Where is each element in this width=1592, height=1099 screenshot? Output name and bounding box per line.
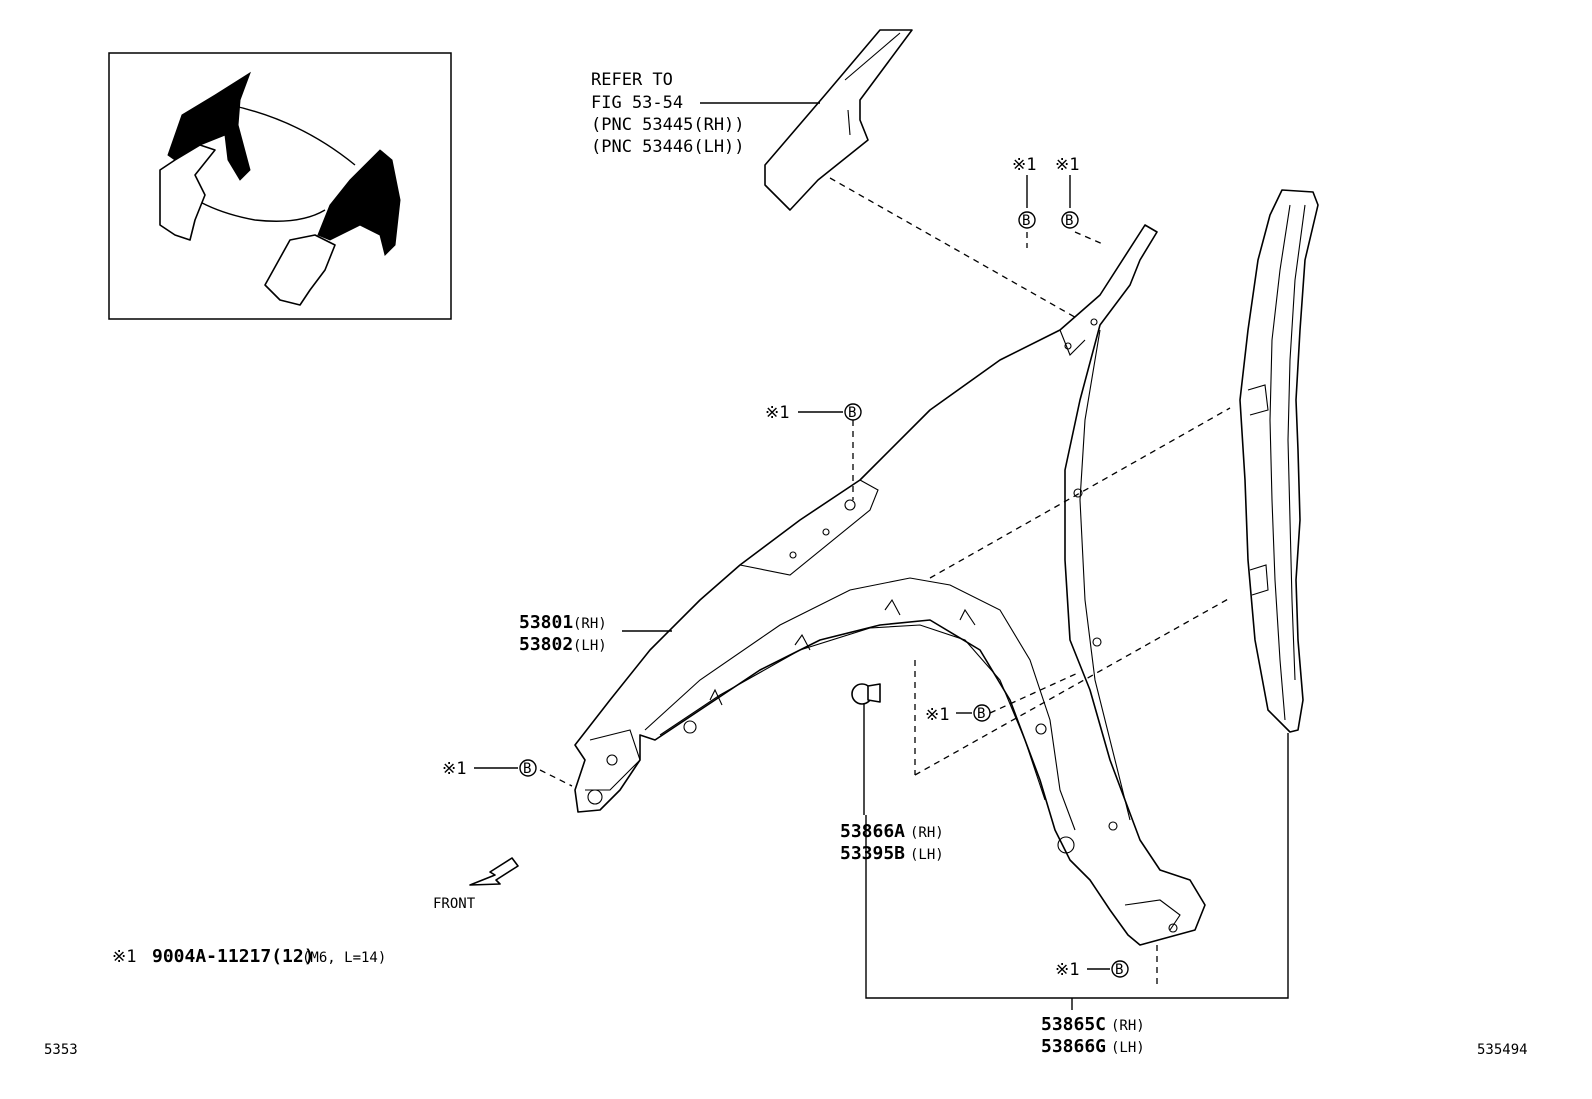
label-clip: 53866A (RH) 53395B (LH) [840,821,944,864]
x1-mark: ※1 [1055,960,1079,980]
refer-text: REFER TO FIG 53-54 (PNC 53445(RH)) (PNC … [591,70,745,157]
front-label: FRONT [433,896,476,912]
x1-mark: ※1 [1012,155,1036,175]
callout-mid: ※1 B [765,403,862,423]
x1-mark: ※1 [765,403,789,423]
x1-mark: ※1 [1055,155,1079,175]
callout-front: ※1 B [442,759,537,779]
callout-top-left: ※1 B [1012,155,1036,229]
note-spec: (M6, L=14) [302,950,386,966]
label-fender: 53801 (RH) 53802 (LH) [519,612,607,655]
side-lh: (LH) [1111,1040,1145,1056]
b-mark: B [977,706,985,722]
b-mark: B [1065,213,1073,229]
code-right: 535494 [1477,1042,1528,1058]
note-mark: ※1 [112,947,136,967]
callout-arch: ※1 B [925,704,991,725]
liner-part [1239,189,1319,733]
part-number-53866a: 53866A [840,821,905,842]
b-mark: B [1115,962,1123,978]
x1-mark: ※1 [442,759,466,779]
callout-bottom: ※1 B [1055,960,1129,980]
refer-line-4: (PNC 53446(LH)) [591,137,745,157]
refer-line-1: REFER TO [591,70,673,90]
side-rh: (RH) [910,825,944,841]
note-part-number: 9004A-11217(12) [152,946,315,967]
refer-piece [700,29,1081,321]
b-mark: B [848,405,856,421]
part-number-53866g: 53866G [1041,1036,1106,1057]
fender-part [574,224,1206,946]
x1-mark: ※1 [925,705,949,725]
b-mark: B [523,761,531,777]
side-rh: (RH) [573,616,607,632]
part-number-53801: 53801 [519,612,573,633]
part-number-53865c: 53865C [1041,1014,1106,1035]
footnote: ※1 9004A-11217(12) (M6, L=14) [112,946,386,967]
side-lh: (LH) [910,847,944,863]
part-number-53395b: 53395B [840,843,905,864]
side-rh: (RH) [1111,1018,1145,1034]
front-arrow: FRONT [433,857,519,912]
refer-line-3: (PNC 53445(RH)) [591,115,745,135]
dashed-guides [539,231,1231,985]
callout-top-right: ※1 B [1055,155,1079,229]
clip-part [851,683,881,815]
leader-lines [622,630,1289,1010]
code-left: 5353 [44,1042,78,1058]
side-lh: (LH) [573,638,607,654]
inset-overview [108,52,452,320]
refer-line-2: FIG 53-54 [591,93,683,113]
part-number-53802: 53802 [519,634,573,655]
label-liner: 53865C (RH) 53866G (LH) [1041,1014,1145,1057]
b-mark: B [1022,213,1030,229]
